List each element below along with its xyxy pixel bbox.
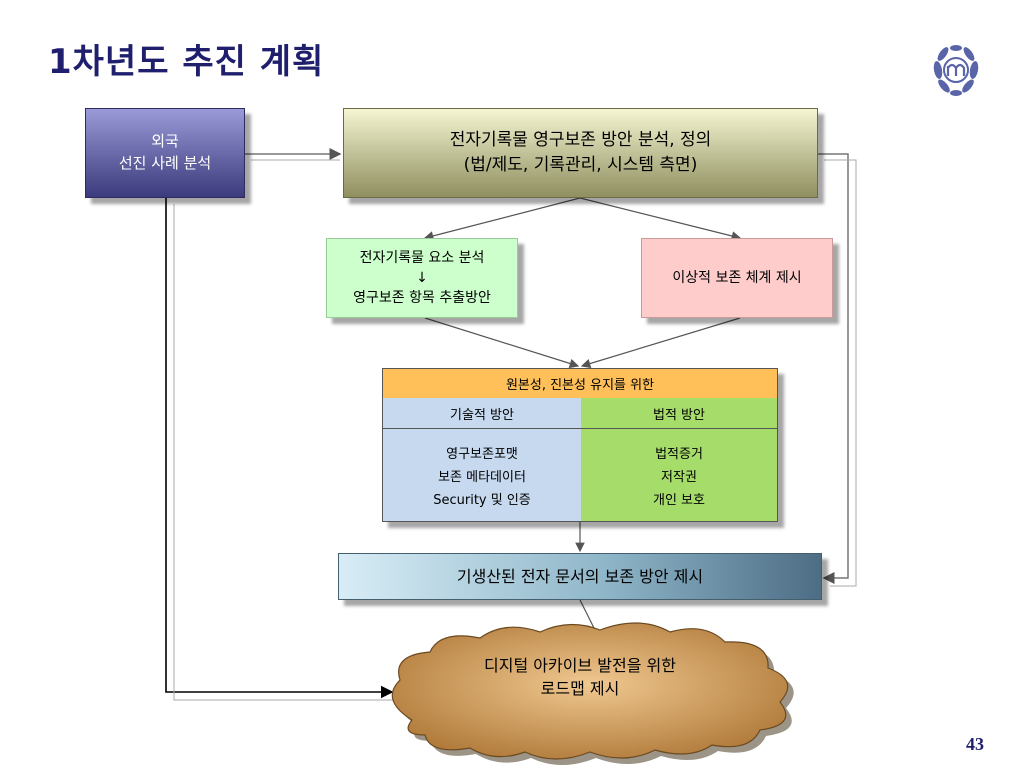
legal-items: 법적증거 저작권 개인 보호 — [581, 429, 777, 521]
laurel-wreath-emblem-icon — [933, 45, 979, 96]
page-number: 43 — [966, 734, 984, 754]
tech-items: 영구보존포맷 보존 메타데이터 Security 및 인증 — [383, 429, 582, 521]
roadmap-cloud-label: 디지털 아카이브 발전을 위한 로드맵 제시 — [484, 656, 676, 699]
table-header: 원본성, 진본성 유지를 위한 — [383, 369, 777, 399]
result-label: 기생산된 전자 문서의 보존 방안 제시 — [456, 566, 704, 586]
legal-column-header: 법적 방안 — [581, 398, 777, 429]
ideal-system-label: 이상적 보존 체계 제시 — [672, 269, 802, 286]
list-item: 개인 보호 — [653, 492, 705, 508]
element-analysis-box: 전자기록물 요소 분석 ↓ 영구보존 항목 추출방안 — [326, 238, 518, 318]
list-item: 보존 메타데이터 — [438, 469, 526, 485]
element-analysis-label: 전자기록물 요소 분석 ↓ 영구보존 항목 추출방안 — [353, 249, 491, 307]
authenticity-table: 원본성, 진본성 유지를 위한 기술적 방안 법적 방안 영구보존포맷 보존 메… — [382, 368, 778, 522]
foreign-case-label: 외국 선진 사례 분석 — [118, 132, 212, 172]
preservation-analysis-label: 전자기록물 영구보존 방안 분석, 정의 (법/제도, 기록관리, 시스템 측면… — [449, 130, 712, 175]
cloud-shape — [391, 622, 794, 765]
tech-column-header: 기술적 방안 — [383, 398, 582, 429]
list-item: 영구보존포맷 — [446, 446, 518, 462]
page-title: 1차년도 추진 계획 — [48, 42, 325, 82]
ideal-system-box: 이상적 보존 체계 제시 — [641, 238, 833, 318]
result-box: 기생산된 전자 문서의 보존 방안 제시 — [338, 553, 822, 600]
list-item: Security 및 인증 — [433, 492, 531, 508]
list-item: 저작권 — [661, 469, 697, 485]
foreign-case-box: 외국 선진 사례 분석 — [85, 108, 245, 198]
preservation-analysis-box: 전자기록물 영구보존 방안 분석, 정의 (법/제도, 기록관리, 시스템 측면… — [343, 108, 818, 198]
list-item: 법적증거 — [655, 446, 703, 462]
